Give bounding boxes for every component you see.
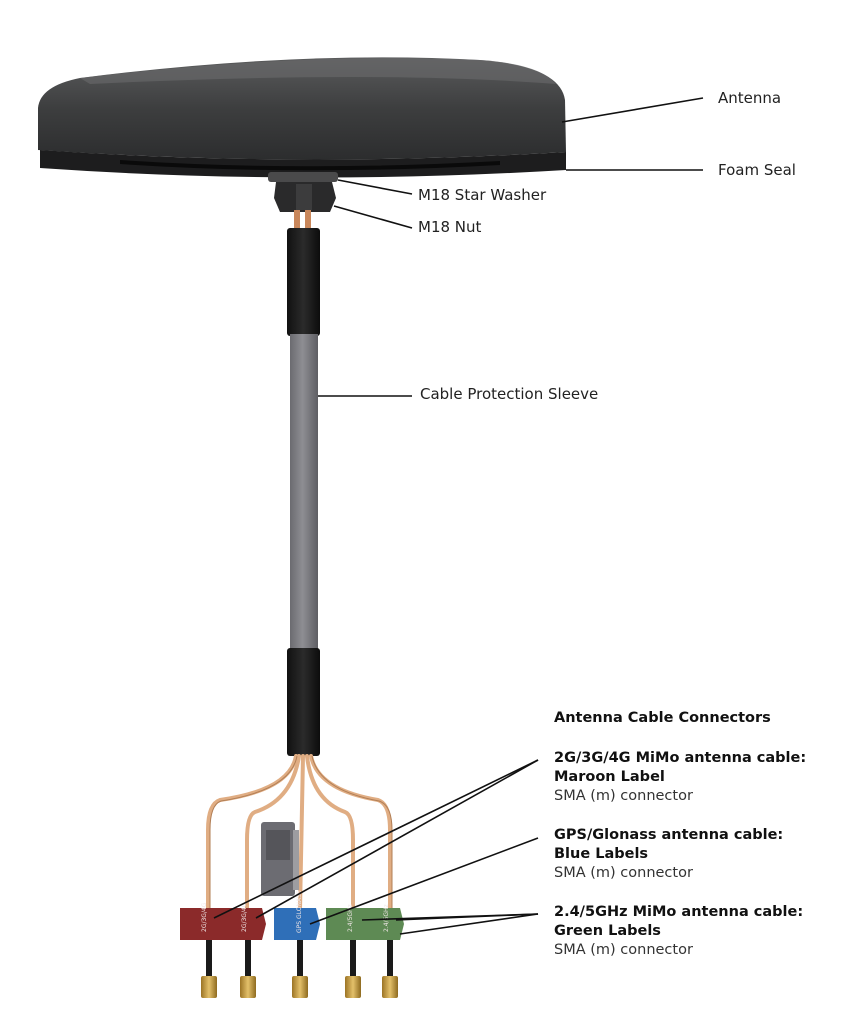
tag-text: 2G/3G/4G 2G/3G/4G GPS GLONASS 2.4/5GHz 2… [201, 890, 390, 933]
group-connector: SMA (m) connector [554, 865, 693, 881]
green-tag [364, 908, 404, 940]
cable-sleeve [290, 334, 318, 652]
fan-cables-shade [209, 755, 393, 910]
antenna-label: Antenna [718, 89, 782, 107]
fan-cables [206, 754, 392, 912]
leader-lines [213, 97, 704, 935]
green-tag [326, 908, 370, 940]
nut-label: M18 Nut [418, 218, 482, 236]
star-washer [268, 172, 338, 182]
maroon-tag [180, 908, 226, 940]
tag-label: GPS GLONASS [296, 890, 303, 933]
group-connector: SMA (m) connector [554, 942, 693, 958]
group-label-color: Blue Labels [554, 846, 649, 862]
tag-label: 2G/3G/4G [201, 902, 208, 932]
group-label-color: Maroon Label [554, 769, 665, 785]
connector-group-mimo: 2G/3G/4G MiMo antenna cable: Maroon Labe… [554, 749, 806, 806]
maroon-tag [221, 908, 266, 940]
group-title: 2G/3G/4G MiMo antenna cable: [554, 750, 807, 766]
sma-connectors [201, 940, 398, 998]
foam-seal [40, 150, 566, 178]
star-washer-label: M18 Star Washer [418, 186, 547, 204]
group-title: GPS/Glonass antenna cable: [554, 827, 784, 843]
connectors-heading: Antenna Cable Connectors [554, 710, 771, 726]
blue-tag [274, 908, 320, 940]
info-tag [261, 822, 299, 896]
top-boot [287, 228, 320, 336]
sleeve-label: Cable Protection Sleeve [420, 385, 599, 403]
antenna-dome [38, 57, 566, 160]
m18-nut [274, 182, 336, 212]
connector-group-wifi: 2.4/5GHz MiMo antenna cable: Green Label… [554, 903, 803, 960]
tag-label: 2.4/5GHz [347, 904, 354, 932]
foam-seal-label: Foam Seal [718, 161, 796, 179]
cable-stub [305, 210, 311, 234]
group-title: 2.4/5GHz MiMo antenna cable: [554, 904, 804, 920]
tag-label: 2G/3G/4G [241, 902, 248, 932]
cable-stub [294, 210, 300, 234]
bottom-boot [287, 648, 320, 756]
connector-group-gps: GPS/Glonass antenna cable: Blue Labels S… [554, 826, 783, 883]
group-label-color: Green Labels [554, 923, 661, 939]
cable-labels [180, 908, 404, 940]
tag-label: 2.4/5GHz [383, 904, 390, 932]
group-connector: SMA (m) connector [554, 788, 693, 804]
